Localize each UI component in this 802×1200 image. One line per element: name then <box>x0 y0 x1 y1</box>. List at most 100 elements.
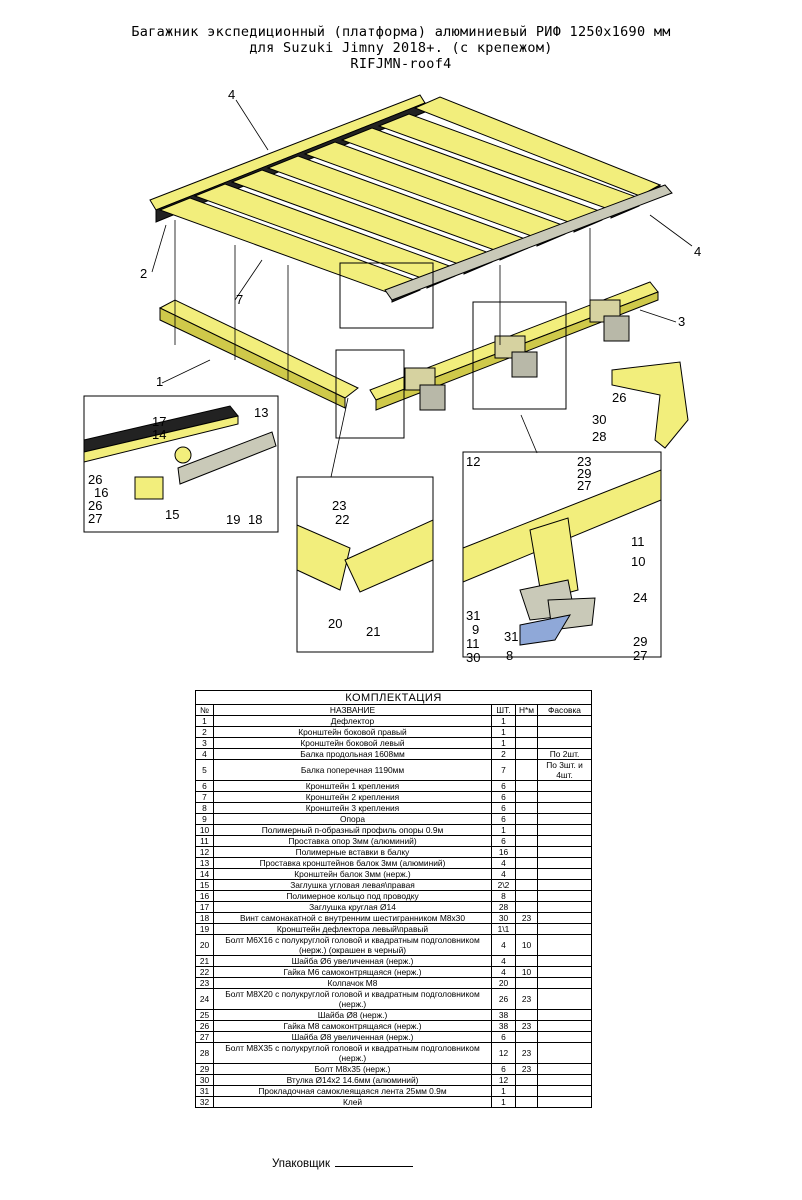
cell-qty: 38 <box>491 1009 516 1021</box>
cell-torque <box>515 791 538 803</box>
cell-pack <box>537 923 592 935</box>
cell-num: 29 <box>195 1063 214 1075</box>
cell-torque <box>515 1074 538 1086</box>
side-bracket-detail <box>611 361 689 449</box>
cell-pack <box>537 901 592 913</box>
cell-name: Кронштейн дефлектора левый\правый <box>213 923 492 935</box>
callout-22: 23 <box>332 498 346 513</box>
cell-qty: 28 <box>491 901 516 913</box>
cell-qty: 4 <box>491 955 516 967</box>
cell-pack <box>537 1074 592 1086</box>
header-torque: Н*м <box>515 704 538 716</box>
callout-3: 3 <box>678 314 685 329</box>
cell-qty: 12 <box>491 1074 516 1086</box>
cell-name: Кронштейн 3 крепления <box>213 802 492 814</box>
callout-4-top: 4 <box>228 87 235 102</box>
cell-name: Втулка Ø14х2 14.6мм (алюминий) <box>213 1074 492 1086</box>
cell-pack <box>537 977 592 989</box>
callout-17: 18 <box>248 512 262 527</box>
callout-26-c: 29 <box>633 634 647 649</box>
cell-qty: 6 <box>491 802 516 814</box>
cell-qty: 6 <box>491 791 516 803</box>
cell-qty: 6 <box>491 1031 516 1043</box>
cell-torque <box>515 759 538 781</box>
callout-11: 12 <box>466 454 480 469</box>
cell-name: Кронштейн боковой левый <box>213 737 492 749</box>
cell-qty: 1 <box>491 737 516 749</box>
cell-name: Балка поперечная 1190мм <box>213 759 492 781</box>
cell-torque <box>515 1085 538 1097</box>
cell-torque <box>515 737 538 749</box>
header-qty: ШТ. <box>491 704 516 716</box>
cell-name: Проставка кронштейнов балок 3мм (алюмини… <box>213 857 492 869</box>
cell-pack <box>537 966 592 978</box>
cell-qty: 1 <box>491 726 516 738</box>
cell-name: Болт М6Х16 с полукруглой головой и квадр… <box>213 934 492 956</box>
cell-num: 21 <box>195 955 214 967</box>
cell-pack <box>537 835 592 847</box>
callout-1: 1 <box>156 374 163 389</box>
cell-pack <box>537 846 592 858</box>
cell-name: Шайба Ø8 (нерж.) <box>213 1009 492 1021</box>
cell-qty: 30 <box>491 912 516 924</box>
cell-num: 16 <box>195 890 214 902</box>
cell-pack <box>537 857 592 869</box>
cell-num: 13 <box>195 857 214 869</box>
cell-pack <box>537 955 592 967</box>
cell-num: 30 <box>195 1074 214 1086</box>
table-caption: КОМПЛЕКТАЦИЯ <box>195 690 592 705</box>
callout-9: 11 <box>631 534 645 549</box>
cell-torque <box>515 748 538 760</box>
cell-name: Болт М8Х20 с полукруглой головой и квадр… <box>213 988 492 1010</box>
cell-torque <box>515 726 538 738</box>
cell-pack: По 3шт. и 4шт. <box>537 759 592 781</box>
cell-torque <box>515 846 538 858</box>
callout-10: 11 <box>466 636 480 651</box>
cell-torque <box>515 879 538 891</box>
callout-28: 31 <box>466 608 480 623</box>
cell-name: Винт самонакатной с внутренним шестигран… <box>213 912 492 924</box>
cell-pack <box>537 1042 592 1064</box>
cell-pack <box>537 1085 592 1097</box>
cell-torque <box>515 955 538 967</box>
longitudinal-beam-right <box>384 184 673 301</box>
cell-name: Полимерный п-образный профиль опоры 0.9м <box>213 824 492 836</box>
callout-25-b: 26 <box>612 390 626 405</box>
cell-num: 6 <box>195 780 214 792</box>
cell-num: 24 <box>195 988 214 1010</box>
drawing-title: Багажник экспедиционный (платформа) алюм… <box>0 24 802 72</box>
cell-num: 9 <box>195 813 214 825</box>
cell-pack <box>537 868 592 880</box>
cell-num: 2 <box>195 726 214 738</box>
cell-num: 1 <box>195 715 214 727</box>
leader-lines <box>151 99 693 478</box>
cell-name: Клей <box>213 1096 492 1108</box>
cell-qty: 6 <box>491 780 516 792</box>
callout-19: 20 <box>328 616 342 631</box>
cell-num: 10 <box>195 824 214 836</box>
cell-torque: 23 <box>515 912 538 924</box>
cell-qty: 4 <box>491 868 516 880</box>
cell-torque <box>515 1031 538 1043</box>
cell-num: 26 <box>195 1020 214 1032</box>
header-num: № <box>195 704 214 716</box>
callout-16: 17 <box>152 414 166 429</box>
cell-qty: 7 <box>491 759 516 781</box>
signature-line <box>335 1166 414 1167</box>
cell-qty: 38 <box>491 1020 516 1032</box>
cell-name: Кронштейн 2 крепления <box>213 791 492 803</box>
cell-num: 5 <box>195 759 214 781</box>
cell-torque <box>515 813 538 825</box>
title-line-3: RIFJMN-roof4 <box>350 56 452 72</box>
cell-torque: 10 <box>515 966 538 978</box>
cell-qty: 1 <box>491 1085 516 1097</box>
cell-num: 20 <box>195 934 214 956</box>
